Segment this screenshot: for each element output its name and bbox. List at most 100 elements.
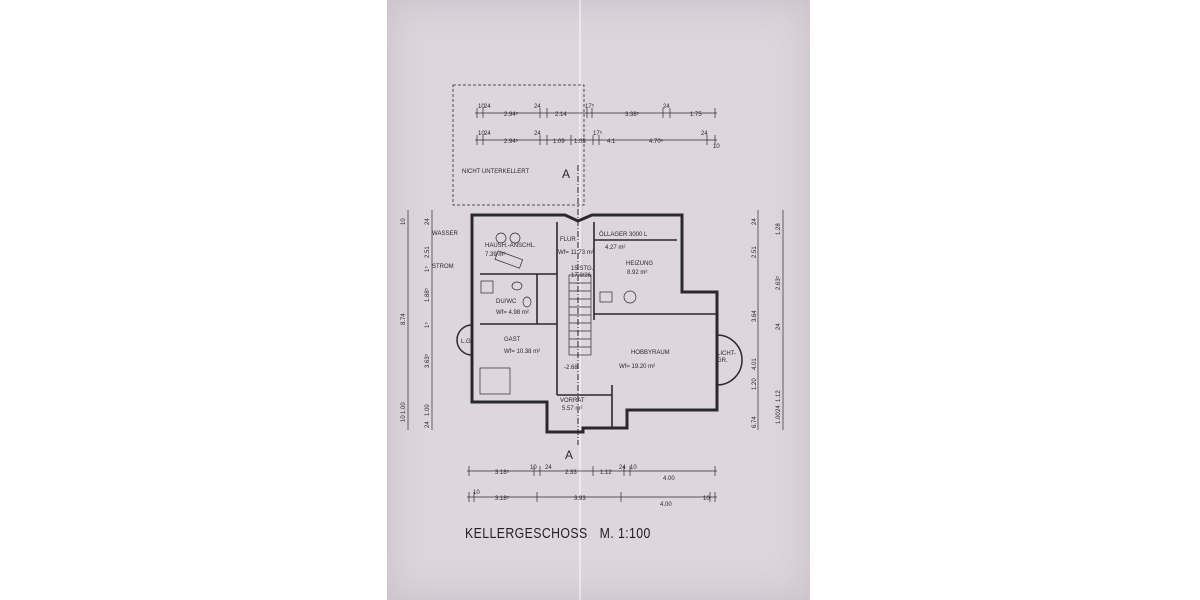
dim-left-2: 2.51	[425, 246, 431, 258]
unexcavated-area	[452, 84, 585, 206]
paper-fold	[579, 0, 581, 600]
meter-icon	[509, 232, 521, 244]
dim-left-11: 24	[425, 421, 431, 428]
label-wasser: WASSER	[432, 231, 458, 237]
washbasin-icon	[511, 281, 523, 291]
dim-top2-10: 10	[713, 144, 720, 150]
outer-walls	[470, 213, 719, 434]
dim-bottom1-0: 3.18⁵	[495, 469, 510, 476]
right-dimension-labels: 24 2.51 3.64 4.01 1.20 6.74	[752, 218, 758, 428]
dim-left-1: 24	[425, 218, 431, 225]
dim-bottom1-2: 24	[545, 465, 552, 471]
plan-title: KELLERGESCHOSS M. 1:100	[465, 525, 659, 542]
left-dimension-labels: 10 8.74 10 1.00	[401, 218, 407, 422]
dim-right-7: 1.20	[752, 378, 758, 390]
dim-top1-3: 24	[534, 104, 541, 110]
dim-top2-4: 1.09	[553, 139, 565, 145]
dim-top1-1: 24	[484, 104, 491, 110]
room-heizung-area: 8.92 m²	[627, 270, 647, 276]
room-gast-area: Wf= 10.38 m²	[504, 349, 540, 355]
dim-bottom1-5: 24	[619, 465, 626, 471]
dim-top2-1: 24	[484, 131, 491, 137]
dim-right-0: 24	[752, 218, 758, 225]
dim-top1-8: 1.75	[690, 112, 702, 118]
label-stairs: 15 STG.17.8/26	[571, 266, 594, 279]
dim-top2-9: 24	[701, 131, 708, 137]
room-hobbyraum-area: Wf= 19.20 m²	[619, 364, 655, 370]
boiler-icon	[623, 290, 637, 304]
room-licht-name: LICHT-GR.	[717, 351, 736, 364]
dim-right-2: 1.28	[776, 223, 782, 235]
label-level: -2.68	[564, 365, 578, 371]
dim-bottom1-6: 10	[630, 465, 637, 471]
dim-bottom1-1: 10	[530, 465, 537, 471]
bed-icon	[479, 367, 511, 395]
dim-top1-5: 17⁵	[585, 103, 595, 110]
dim-top2-6: 17⁵	[593, 130, 603, 137]
dim-right-9: 24	[776, 405, 782, 412]
dim-top2-8: 4.70⁵	[649, 138, 664, 145]
dim-top1-4: 2.14	[555, 112, 567, 118]
left-dimension-labels-2: 24 2.51 1⁵ 1.88⁵ 1⁵ 3.63⁵ 1.00 24	[424, 218, 431, 428]
right-dimension-labels-2: 1.28 2.63⁵ 24 1.12 24 1.00	[775, 223, 782, 424]
staircase	[568, 274, 592, 356]
dim-bottom2-3: 4.00	[660, 502, 672, 508]
label-strom: STROM	[432, 264, 454, 270]
meter-icon	[495, 232, 507, 244]
shower-icon	[480, 280, 494, 294]
dim-top1-7: 24	[663, 104, 670, 110]
dim-top2-7: 4.1	[607, 139, 616, 145]
dim-bottom2-0: 10	[473, 490, 480, 496]
room-du-wc-area: Wf= 4.98 m²	[496, 310, 529, 316]
dim-right-5: 24	[776, 323, 782, 330]
dim-right-6: 4.01	[752, 358, 758, 370]
dim-right-3: 2.63⁵	[775, 275, 782, 290]
room-vorrat-area: 5.57 m²	[562, 406, 582, 412]
dim-right-1: 2.51	[752, 246, 758, 258]
room-heizung-name: HEIZUNG	[626, 261, 653, 267]
room-du-wc-name: DU/WC	[496, 299, 517, 305]
blueprint-sheet: NICHT UNTERKELLERT A A HAUSH.-ANSCHL. 7.…	[387, 0, 810, 600]
dim-left-9: 8.74	[401, 313, 407, 325]
dim-left-7: 1.00	[401, 402, 407, 414]
dim-top2-3: 24	[534, 131, 541, 137]
dim-left-10: 1.00	[425, 404, 431, 416]
dim-left-0: 10	[401, 218, 407, 225]
heater-icon	[599, 291, 613, 303]
workbench-icon	[494, 250, 524, 269]
room-oellager-name: ÖLLAGER 3000 L	[599, 231, 648, 238]
top-dimension-ticks	[476, 108, 716, 145]
dim-left-6: 3.63⁵	[424, 353, 431, 368]
dim-top1-2: 2.94⁵	[504, 111, 519, 118]
room-vorrat-name: VORRAT	[560, 398, 585, 404]
bottom-dimension-ticks	[468, 466, 716, 502]
room-hausanschluss-area: 7.39 m²	[485, 252, 505, 258]
room-gast-name: GAST	[504, 337, 521, 343]
dim-bottom2-1: 3.18⁵	[495, 495, 510, 502]
dim-bottom2-2: 3.93	[574, 496, 586, 502]
dim-top2-2: 2.94⁵	[504, 138, 519, 145]
plan-title-scale: M. 1:100	[599, 525, 651, 542]
dim-right-10: 1.00	[776, 412, 782, 424]
floor-plan: NICHT UNTERKELLERT A A HAUSH.-ANSCHL. 7.…	[401, 84, 784, 508]
dim-bottom1-4: 1.12	[600, 470, 612, 476]
dim-bottom2-4: 10	[703, 496, 710, 502]
dim-right-8: 1.12	[776, 390, 782, 402]
dim-right-4: 3.64	[752, 310, 758, 322]
inner-walls	[480, 222, 717, 428]
left-light-well	[456, 324, 473, 356]
section-mark-top: A	[562, 167, 570, 181]
room-flur-name: FLUR	[560, 237, 576, 243]
dim-top2-0: 10	[478, 131, 485, 137]
label-lg-left: L.G.	[461, 339, 473, 345]
dim-top2-5: 1.05	[574, 139, 586, 145]
plan-title-floor: KELLERGESCHOSS	[465, 525, 588, 542]
room-oellager-area: 4.27 m²	[605, 245, 625, 251]
right-light-well	[716, 334, 743, 386]
room-flur-area: Wf= 11.73 m²	[558, 250, 594, 256]
dim-left-4: 1.88⁵	[424, 287, 431, 302]
dim-left-8: 10	[401, 415, 407, 422]
dim-bottom1-3: 2.33	[565, 470, 577, 476]
room-hobbyraum-name: HOBBYRAUM	[631, 350, 670, 356]
dim-top1-6: 3.38⁵	[625, 111, 640, 118]
